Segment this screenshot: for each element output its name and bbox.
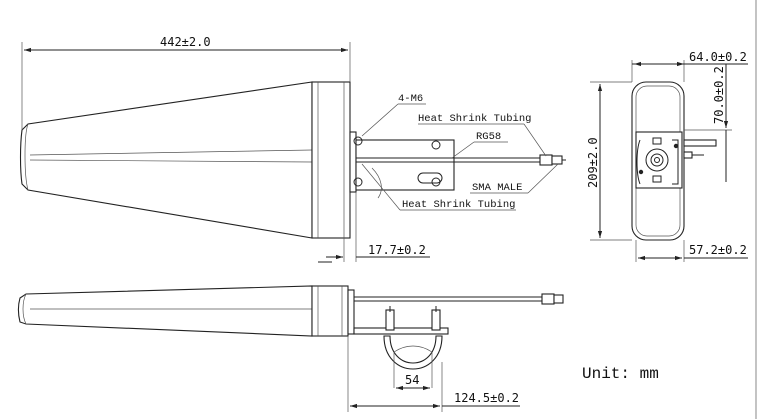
callout-heat-shrink-bottom: Heat Shrink Tubing — [402, 199, 515, 211]
dim-overall-length: 442±2.0 — [160, 35, 211, 49]
bolt-icon — [638, 137, 679, 183]
mounting-plate — [349, 131, 357, 193]
dim-height-right: 70.0±0.2 — [712, 66, 726, 124]
side-view: 54 124.5±0.2 — [17, 285, 564, 412]
side-bracket — [353, 327, 449, 335]
dim-width-bottom: 57.2±0.2 — [689, 243, 747, 257]
side-rear-housing — [311, 285, 349, 337]
radome-side-view — [17, 285, 313, 337]
unit-note: Unit: mm — [582, 365, 659, 383]
callout-bolts: 4-M6 — [398, 93, 423, 105]
top-view: 442±2.0 17.7±0.2 4-M6 Heat Shrink Tubing… — [19, 35, 566, 263]
callout-heat-shrink-top: Heat Shrink Tubing — [418, 113, 531, 125]
dim-rear-depth: 17.7±0.2 — [368, 243, 426, 257]
callout-connector: SMA MALE — [472, 182, 522, 194]
dim-side-depth: 124.5±0.2 — [454, 391, 519, 405]
rear-view: 64.0±0.2 70.0±0.2 209±2.0 57.2±0.2 — [586, 50, 748, 262]
dim-pole-clamp: 54 — [405, 373, 419, 387]
bolt-icon — [353, 136, 441, 187]
dim-total-height: 209±2.0 — [586, 137, 600, 188]
callout-cable: RG58 — [476, 131, 501, 143]
pole-clamp — [383, 335, 443, 370]
cable-assembly — [356, 154, 566, 166]
dim-width-top: 64.0±0.2 — [689, 50, 747, 64]
